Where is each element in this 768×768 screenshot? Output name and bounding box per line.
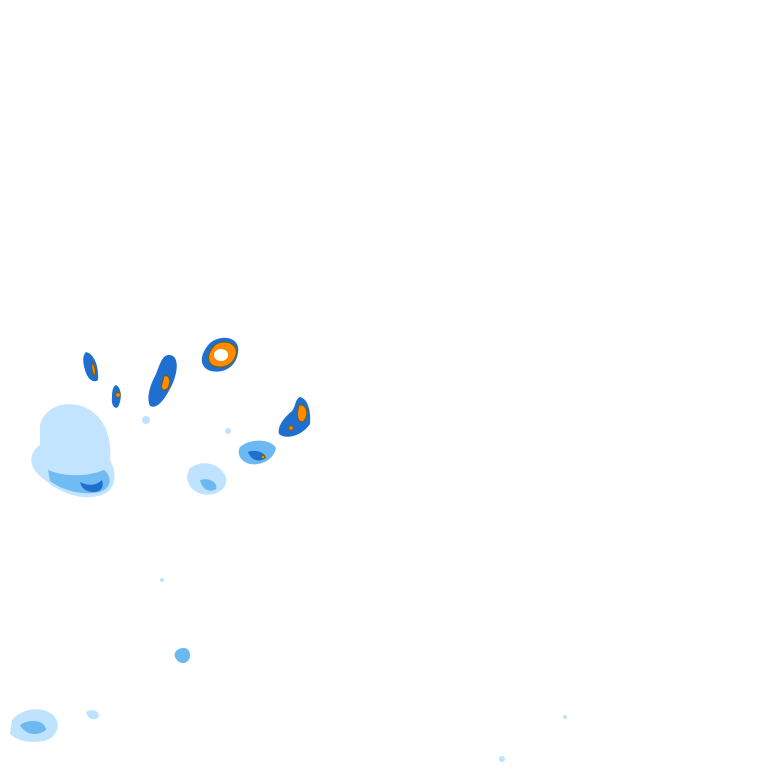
cell-north-small-core (115, 392, 121, 398)
cell-south-east-fleck (160, 578, 164, 582)
cell-west-large-band (80, 480, 103, 492)
cell-center-arc-core (161, 375, 171, 391)
cell-east-line-core (296, 404, 308, 423)
cell-north-spike-core (91, 360, 96, 377)
cell-south-east-fleck (499, 756, 505, 762)
cell-south-east-fleck (142, 416, 150, 424)
cell-center-blob (187, 463, 227, 495)
cell-south-east-fleck (225, 428, 231, 434)
cell-south-east-fleck (563, 715, 567, 719)
cell-center-blob (200, 479, 217, 491)
cell-southwest-dot (86, 710, 100, 720)
cell-east-tail-core (260, 454, 266, 460)
cell-east-line-core (288, 425, 294, 431)
cell-southwest-corner (20, 720, 46, 735)
cell-northeast-ring-hole (214, 349, 228, 361)
cell-south-small (174, 647, 191, 664)
cell-north-spike (83, 352, 99, 382)
